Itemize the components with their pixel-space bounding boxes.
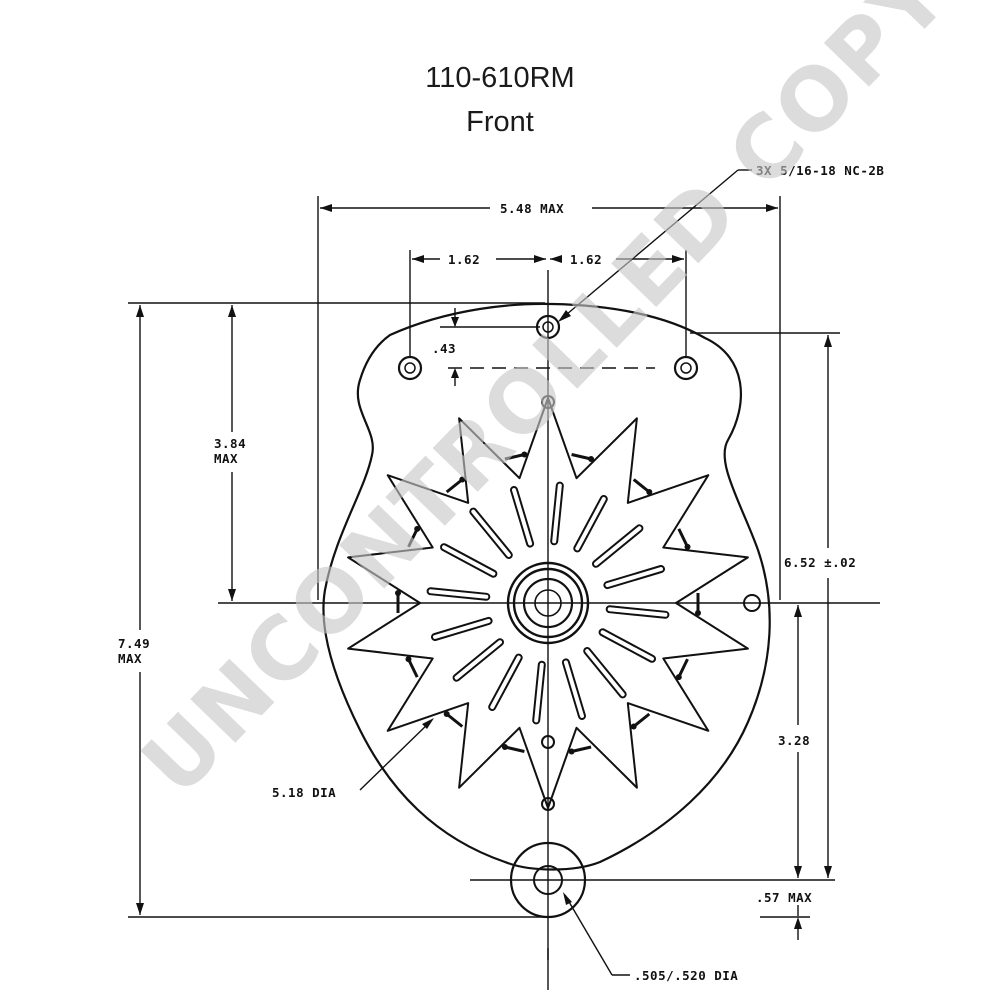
fan-slot-inner <box>534 662 544 723</box>
leader-pivot-bore <box>563 892 630 976</box>
label-lower-height: 3.28 <box>778 733 810 748</box>
fan-slot-inner <box>512 488 533 546</box>
center-lines <box>218 270 880 990</box>
fan-tab-dot <box>675 674 682 681</box>
fan-slot-inner <box>575 497 606 551</box>
fan-slot-inner <box>454 640 502 680</box>
fan-slot-inner <box>605 567 663 588</box>
label-left-hole-spacing: 1.62 <box>448 252 480 267</box>
fan-tab-marks <box>395 451 701 755</box>
label-overall-height: 7.49 <box>118 636 150 651</box>
view-title: Front <box>466 106 534 138</box>
fan-tab-dot <box>695 610 701 616</box>
fan-tab-mark <box>632 712 651 728</box>
fan-slot-inner <box>607 607 668 617</box>
fan-tab-dot <box>630 723 637 730</box>
fan-tab-dot <box>588 456 595 462</box>
fan-slot-inner <box>442 545 496 576</box>
fan-tab-dot <box>405 656 412 663</box>
part-number-title: 110-610RM <box>425 62 575 94</box>
fan-tab-dot <box>501 744 508 750</box>
fan-tab-mark <box>504 745 525 753</box>
fan-tab-dot <box>459 476 466 483</box>
fan-tab-mark <box>445 478 464 494</box>
label-upper-height: 3.84 <box>214 436 246 451</box>
fan-tab-dot <box>395 590 401 596</box>
leader-mount-thread <box>558 169 752 322</box>
fan-slot-inner <box>594 526 642 566</box>
fan-slot-inner <box>490 655 521 709</box>
fan-slot-inner <box>585 649 625 697</box>
housing-outline <box>322 302 771 871</box>
fan-tab-mark <box>407 658 419 678</box>
fan-slot-inner <box>433 618 491 639</box>
fan-assembly <box>347 397 749 809</box>
fan-slot-inner <box>600 630 654 661</box>
dim-lower-height <box>794 605 802 878</box>
fan-tab-dot <box>568 748 575 755</box>
fan-slot-inner <box>552 483 562 544</box>
label-pivot-bore: .505/.520 DIA <box>634 968 738 983</box>
fan-tab-dot <box>443 711 450 717</box>
fan-tab-dot <box>684 543 691 550</box>
fan-tab-mark <box>677 528 689 548</box>
fan-tab-dot <box>521 451 528 458</box>
label-right-hole-spacing: 1.62 <box>570 252 602 267</box>
dim-overall-width <box>317 196 781 600</box>
fan-tab-mark <box>504 453 525 461</box>
uncontrolled-copy-watermark: UNCONTROLLED COPY <box>123 0 968 815</box>
fan-tab-mark <box>407 528 419 548</box>
fan-tab-mark <box>632 478 651 494</box>
fan-slot-inner <box>428 589 489 599</box>
label-fan-diameter: 5.18 DIA <box>272 785 336 800</box>
fan-slots <box>426 481 670 725</box>
label-overall-width: 5.48 MAX <box>500 201 564 216</box>
fan-tab-mark <box>677 658 689 678</box>
fan-tab-dot <box>414 525 421 532</box>
fan-slot-inner <box>471 509 511 557</box>
fan-tab-mark <box>571 745 592 753</box>
dim-overall-height <box>128 302 545 918</box>
fan-tab-dot <box>646 489 653 495</box>
label-pivot-to-mount: 6.52 ±.02 <box>784 555 856 570</box>
dim-pivot-to-mount <box>690 332 840 878</box>
label-mount-thread: 3X 5/16-18 NC-2B <box>756 163 884 178</box>
dim-hole-offset <box>440 308 540 386</box>
label-upper-height-max: MAX <box>214 451 238 466</box>
fan-slot-inner <box>563 660 584 718</box>
dim-bottom-ear <box>760 905 810 940</box>
label-overall-height-max: MAX <box>118 651 142 666</box>
label-hole-offset: .43 <box>432 341 456 356</box>
fan-tab-mark <box>571 453 592 461</box>
label-bottom-ear: .57 MAX <box>756 890 812 905</box>
fan-tab-mark <box>445 712 464 728</box>
dim-upper-height <box>228 305 236 601</box>
leader-fan-diameter <box>359 718 434 791</box>
